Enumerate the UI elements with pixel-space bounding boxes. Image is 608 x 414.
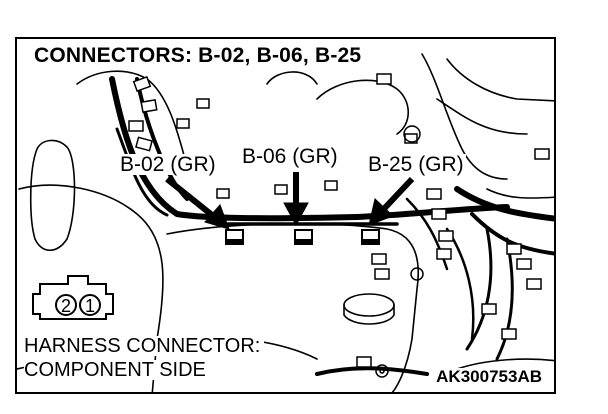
- engine-outline-upper-right: [421, 53, 508, 180]
- callout-b02: B-02 (GR): [118, 153, 218, 176]
- arrow-b02: [165, 176, 230, 230]
- connector-b02: [225, 229, 244, 245]
- round-cap: [343, 293, 395, 317]
- engine-harness-illustration: [17, 53, 554, 392]
- pin-label-1: 1: [84, 296, 95, 316]
- figure-code: AK300753AB: [434, 367, 544, 386]
- connector-b06: [294, 229, 313, 245]
- arrow-b25: [368, 176, 415, 226]
- diagram-title: CONNECTORS: B-02, B-06, B-25: [34, 44, 362, 67]
- diagram-frame: CONNECTORS: B-02, B-06, B-25 B-02 (GR) B…: [15, 37, 556, 394]
- arrow-b06: [283, 172, 309, 227]
- harness-caption-line2: COMPONENT SIDE: [24, 360, 210, 380]
- callout-b06: B-06 (GR): [240, 145, 340, 168]
- engine-outline-left: [18, 184, 164, 392]
- pin-label-2: 2: [60, 296, 71, 316]
- harness-connector-symbol: [32, 275, 114, 320]
- callout-b25: B-25 (GR): [366, 153, 466, 176]
- connector-b25: [361, 229, 380, 245]
- harness-caption-line1: HARNESS CONNECTOR:: [24, 336, 265, 356]
- harness-right-bundle: [454, 186, 554, 222]
